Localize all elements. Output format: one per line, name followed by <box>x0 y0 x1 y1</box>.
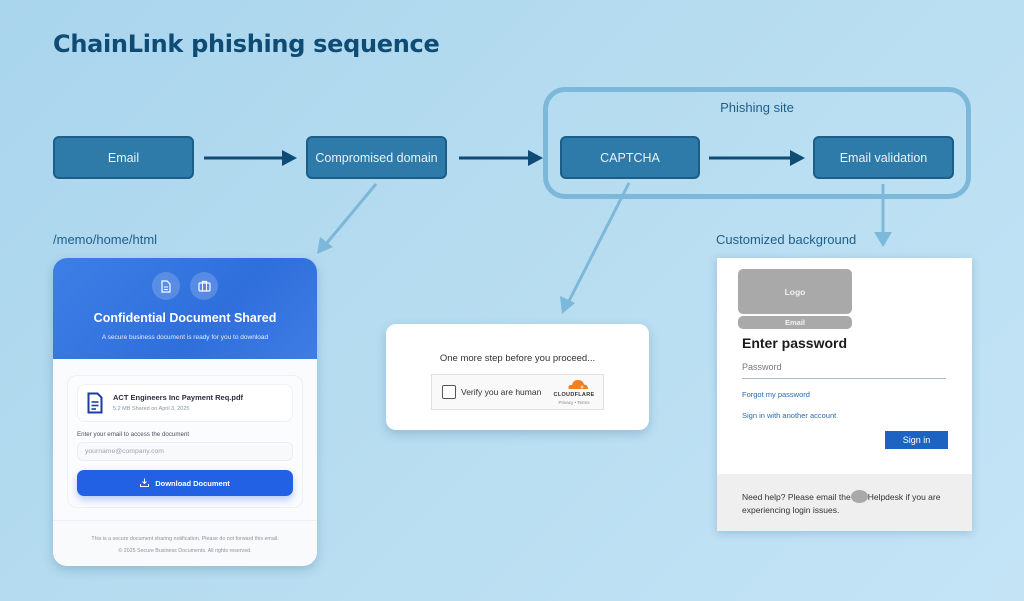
document-phishing-page: Confidential Document Shared A secure bu… <box>53 258 317 566</box>
enter-password-heading: Enter password <box>742 335 848 351</box>
node-compromised-domain: Compromised domain <box>306 136 447 179</box>
help-suffix: Helpdesk if you are experiencing login i… <box>742 492 941 515</box>
captcha-page: One more step before you proceed... Veri… <box>386 324 649 430</box>
document-card-body: ACT Engineers Inc Payment Req.pdf 5.2 MB… <box>67 375 303 508</box>
callout-arrow-captcha-to-card <box>560 182 631 314</box>
redacted-org-name <box>850 490 868 503</box>
email-input[interactable]: yourname@company.com <box>77 442 293 461</box>
document-card-footer: This is a secure document sharing notifi… <box>53 520 317 566</box>
file-name: ACT Engineers Inc Payment Req.pdf <box>113 393 244 402</box>
cloudflare-wordmark: CLOUDFLARE <box>553 392 595 398</box>
email-placeholder: Email <box>738 316 852 329</box>
cloudflare-cloud-icon <box>568 380 588 389</box>
pdf-file-icon <box>87 392 103 419</box>
download-icon <box>140 478 150 489</box>
download-document-button[interactable]: Download Document <box>77 470 293 496</box>
footer-copyright: © 2025 Secure Business Documents. All ri… <box>118 548 252 554</box>
flow-arrow-email-to-domain <box>204 150 297 166</box>
captcha-heading: One more step before you proceed... <box>439 353 596 364</box>
footer-notice: This is a secure document sharing notifi… <box>91 536 279 542</box>
document-card-header: Confidential Document Shared A secure bu… <box>53 258 317 359</box>
file-meta: 5.2 MB Shared on April 3, 2025 <box>113 406 190 412</box>
briefcase-icon <box>190 272 218 300</box>
file-attachment[interactable]: ACT Engineers Inc Payment Req.pdf 5.2 MB… <box>77 384 293 422</box>
customized-background-caption: Customized background <box>716 232 857 247</box>
document-card-title: Confidential Document Shared <box>93 311 277 325</box>
document-icon <box>152 272 180 300</box>
other-account-link[interactable]: Sign in with another account <box>742 411 837 420</box>
phishing-site-group <box>543 87 971 199</box>
email-field-label: Enter your email to access the document <box>77 431 190 438</box>
forgot-password-link[interactable]: Forgot my password <box>742 390 810 399</box>
fake-login-page: Logo Email Enter password Password Forgo… <box>717 258 972 531</box>
help-prefix: Need help? Please email the <box>742 492 851 502</box>
flow-arrow-domain-to-captcha <box>459 150 543 166</box>
sign-in-button[interactable]: Sign in <box>885 431 948 449</box>
turnstile-widget: Verify you are human CLOUDFLARE Privacy … <box>431 374 604 410</box>
phishing-site-label: Phishing site <box>720 100 794 115</box>
callout-arrow-domain-to-document <box>317 183 378 254</box>
node-email-validation: Email validation <box>813 136 954 179</box>
document-card-subtitle: A secure business document is ready for … <box>101 334 269 341</box>
node-email: Email <box>53 136 194 179</box>
verify-human-checkbox[interactable] <box>442 385 456 399</box>
verify-human-label: Verify you are human <box>461 387 542 397</box>
password-input[interactable]: Password <box>742 359 946 379</box>
node-captcha: CAPTCHA <box>560 136 700 179</box>
privacy-terms-links[interactable]: Privacy • Terms <box>558 400 590 405</box>
download-button-label: Download Document <box>155 478 230 488</box>
memo-path-caption: /memo/home/html <box>53 232 158 247</box>
logo-placeholder: Logo <box>738 269 852 314</box>
cloudflare-logo: CLOUDFLARE Privacy • Terms <box>550 378 598 408</box>
diagram-title: ChainLink phishing sequence <box>53 30 440 58</box>
